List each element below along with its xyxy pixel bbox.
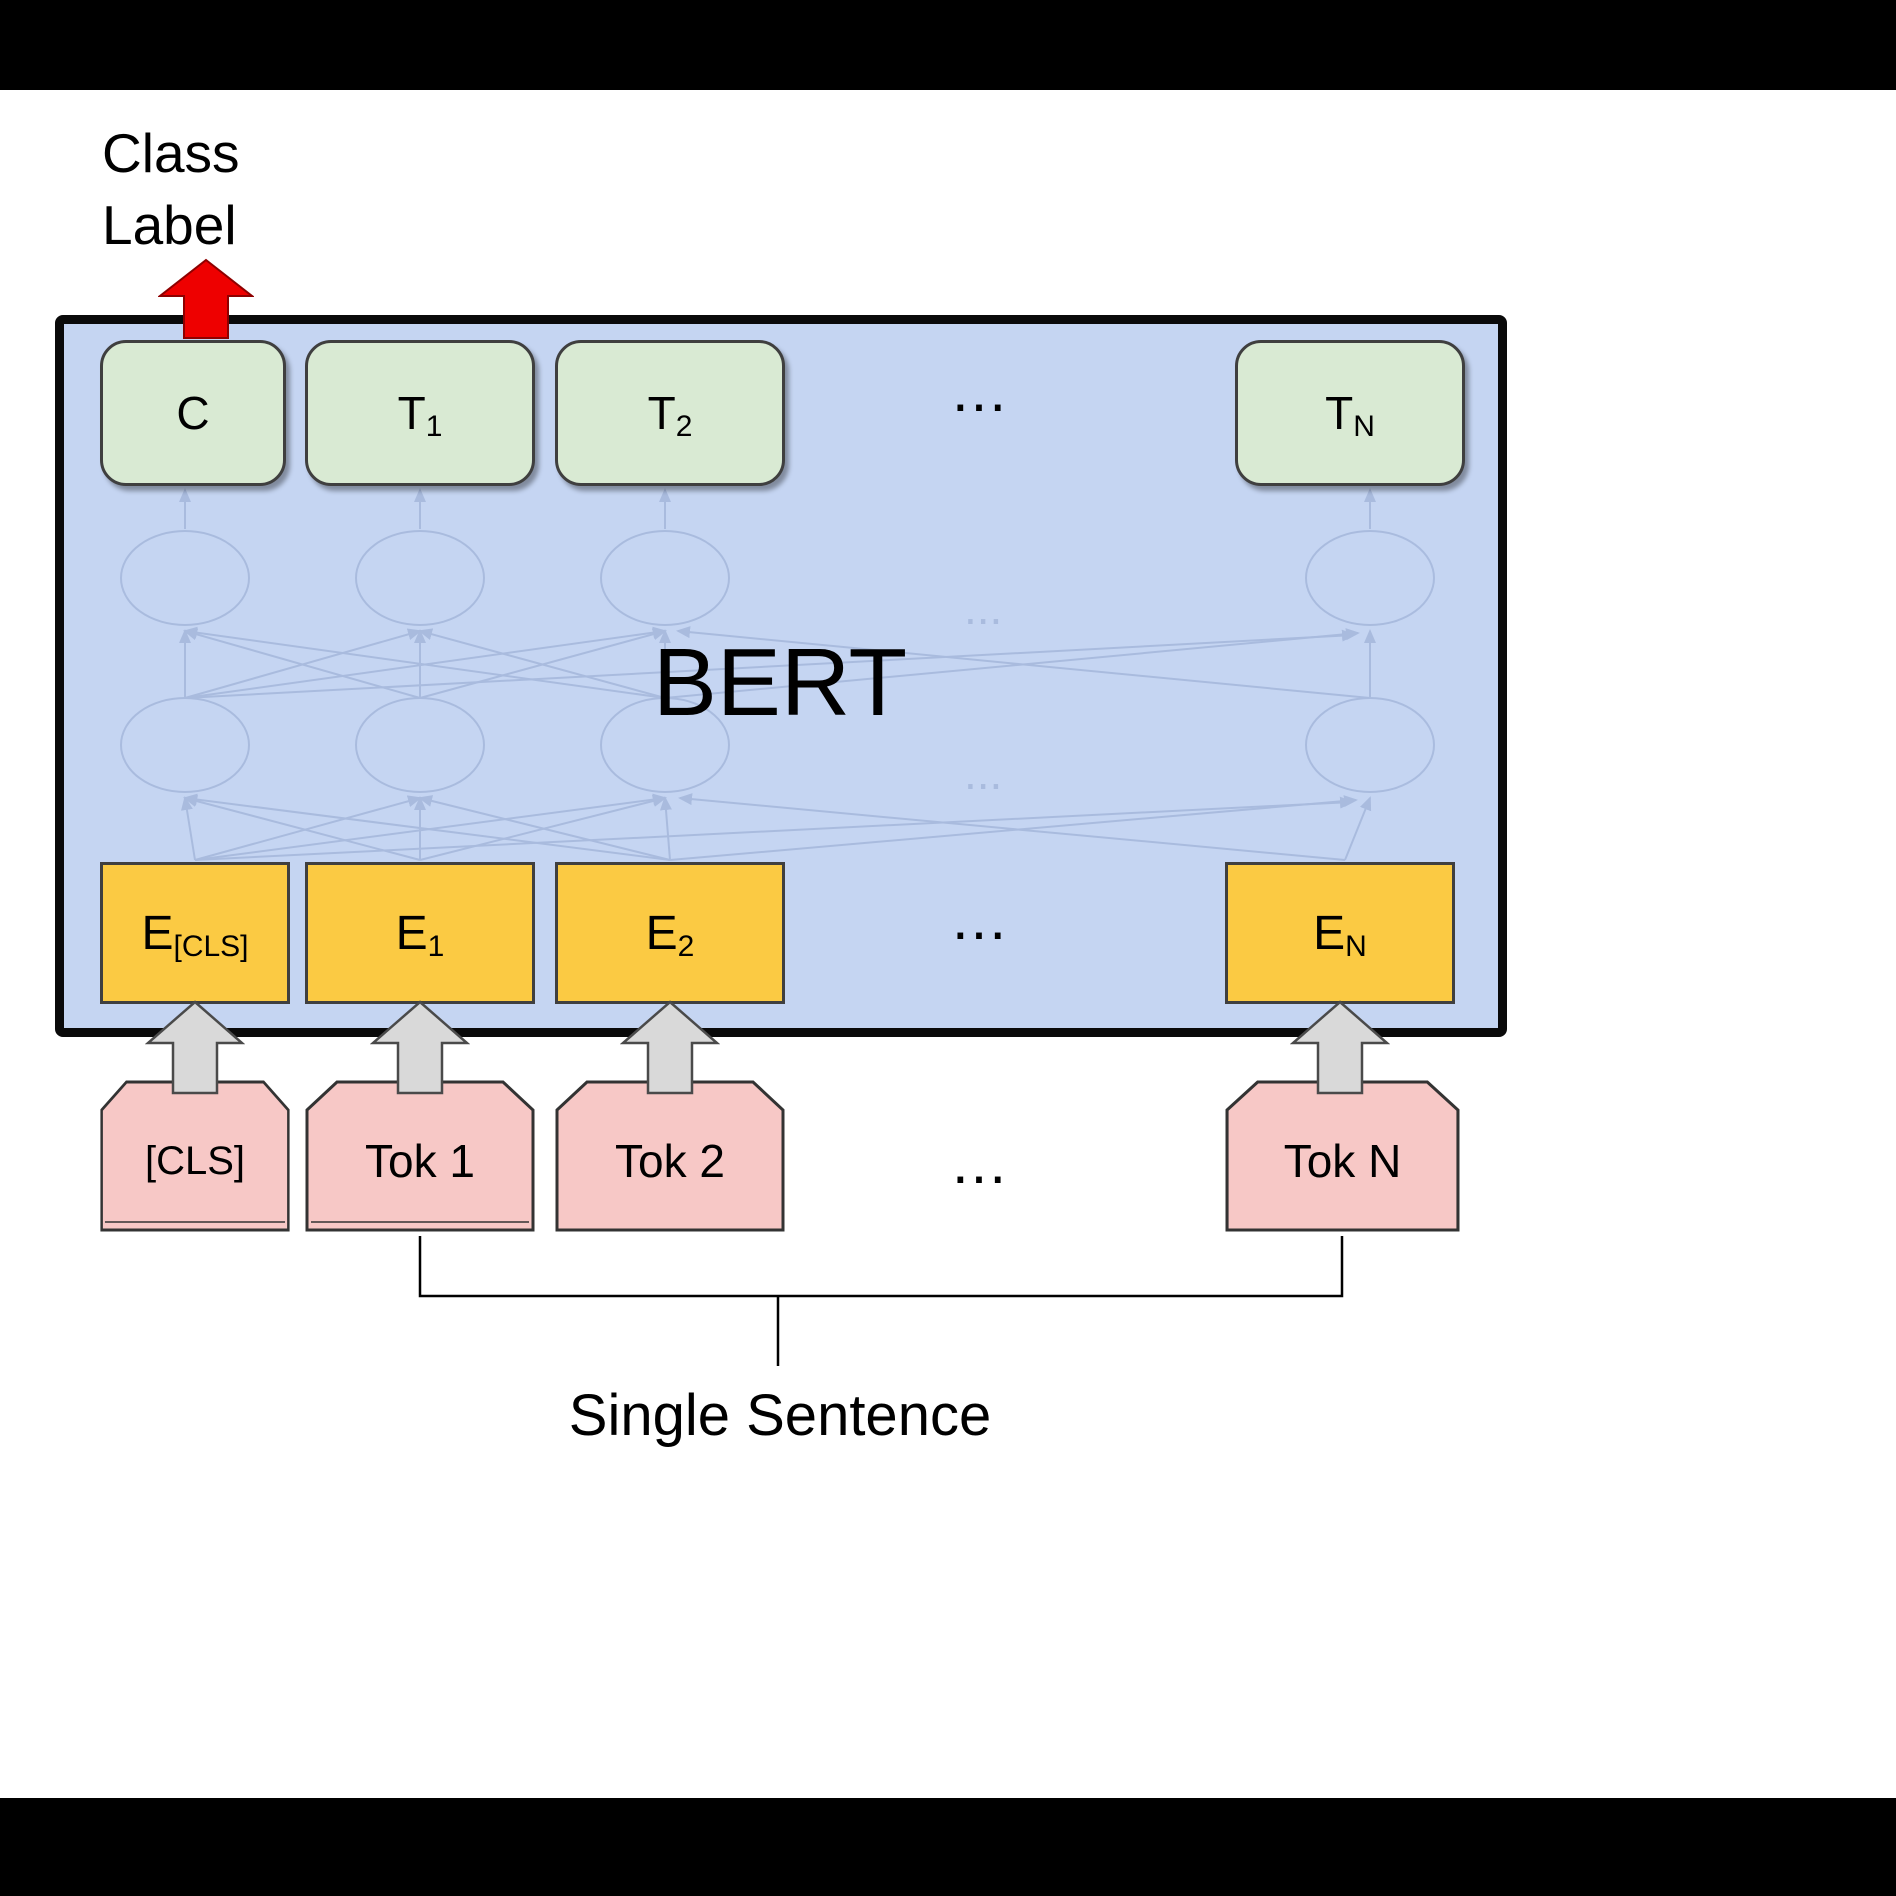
output-subscript: N [1353, 410, 1375, 443]
input-arrow-icon [1290, 1000, 1390, 1095]
token-1: Tok 1 [305, 1080, 535, 1232]
embedding-subscript: [CLS] [173, 930, 249, 963]
letterbox-bottom [0, 1798, 1896, 1896]
embedding-label: E [645, 906, 678, 960]
output-label: T [647, 387, 676, 439]
input-arrow-icon [145, 1000, 245, 1095]
embedding-subscript: 1 [427, 930, 445, 963]
class-label: Class Label [102, 118, 240, 261]
class-label-line1: Class [102, 122, 240, 184]
output-label: T [397, 387, 426, 439]
input-arrow-icon [620, 1000, 720, 1095]
class-label-line2: Label [102, 193, 237, 256]
bert-network-graphic: ... ... [120, 488, 1435, 861]
outputs-ellipsis: ... [951, 357, 1008, 424]
embedding-label: E [141, 906, 174, 960]
token-cls: [CLS] [100, 1080, 290, 1232]
embeddings-ellipsis: ... [951, 885, 1008, 952]
letterbox-top [0, 0, 1896, 90]
token-label: Tok N [1283, 1135, 1402, 1187]
embedding-label: E [1313, 906, 1346, 960]
embedding-box-cls: E[CLS] [100, 862, 290, 1004]
output-subscript: 2 [675, 410, 693, 443]
embedding-subscript: 2 [677, 930, 695, 963]
output-box-c: C [100, 340, 286, 486]
input-arrow-icon [370, 1000, 470, 1095]
token-2: Tok 2 [555, 1080, 785, 1232]
sentence-bracket [418, 1236, 1344, 1366]
token-label: [CLS] [144, 1138, 246, 1183]
tokens-ellipsis: ... [951, 1129, 1008, 1196]
embedding-subscript: N [1345, 930, 1367, 963]
output-subscript: 1 [425, 410, 443, 443]
token-plaque-shape [305, 1080, 535, 1232]
token-label: Tok 1 [365, 1135, 475, 1187]
token-n: Tok N [1225, 1080, 1460, 1232]
bert-title: BERT [652, 629, 908, 736]
token-label: Tok 2 [615, 1135, 725, 1187]
class-label-arrow-icon [158, 258, 254, 339]
token-plaque-shape [100, 1080, 290, 1232]
output-label: T [1325, 387, 1354, 439]
network-ellipsis-row2: ... [964, 747, 1002, 799]
output-label: C [176, 387, 210, 439]
token-plaque-shape [1225, 1080, 1460, 1232]
token-plaque-shape [555, 1080, 785, 1232]
single-sentence-label: Single Sentence [568, 1383, 992, 1448]
network-ellipsis-row1: ... [964, 582, 1002, 634]
embedding-label: E [395, 906, 428, 960]
